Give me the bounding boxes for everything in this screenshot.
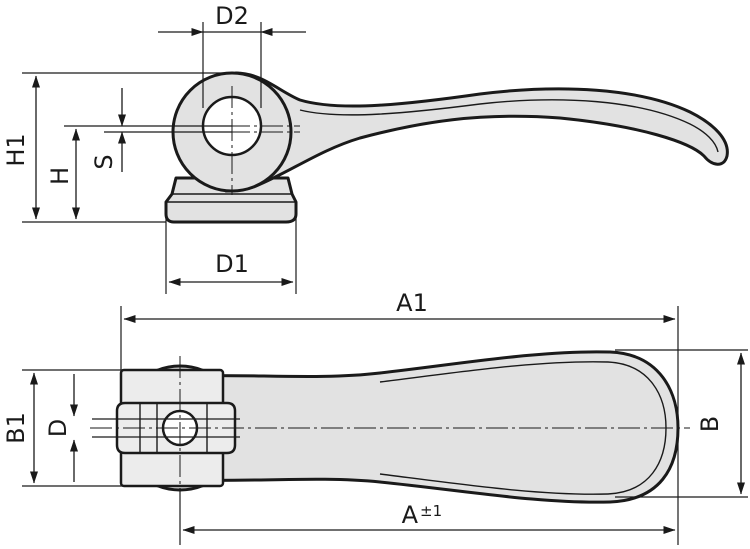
dimension-label-s: S xyxy=(90,154,118,169)
dimension-label-a1: A1 xyxy=(396,289,428,317)
dimension-label-h1: H1 xyxy=(2,133,30,166)
dimension-label-a-tolerance: ±1 xyxy=(420,502,442,520)
dimension-label-b: B xyxy=(696,416,724,432)
side-view-lever-arm xyxy=(224,71,729,193)
side-view-lever-inner-edge xyxy=(299,99,719,153)
top-view-handle xyxy=(183,350,680,504)
dimension-label-h: H xyxy=(46,167,74,185)
dimension-label-d: D xyxy=(44,419,72,437)
dimension-label-a: A xyxy=(402,501,419,529)
dimension-label-d2: D2 xyxy=(215,2,249,30)
dimension-label-b1: B1 xyxy=(2,412,30,444)
side-view: D2 H1 H S D1 xyxy=(2,2,729,294)
dimension-label-d1: D1 xyxy=(215,250,249,278)
top-view: A1 B1 D B A ±1 xyxy=(2,289,748,545)
